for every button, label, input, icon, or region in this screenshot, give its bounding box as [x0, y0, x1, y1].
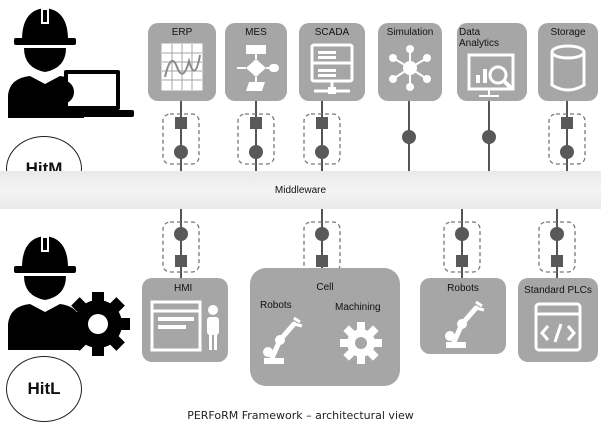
standard-plcs-label: Standard PLCs	[524, 285, 592, 296]
figure-caption: PERFoRM Framework – architectural view	[187, 409, 414, 422]
adapter-square	[175, 117, 187, 129]
gear-icon	[50, 80, 74, 104]
cell-label: Cell	[316, 282, 334, 293]
interface-circle	[174, 227, 188, 241]
code-window-icon	[534, 302, 582, 352]
cell-robots-label: Robots	[260, 300, 292, 311]
database-cylinder-icon	[550, 44, 586, 92]
interface-circle	[315, 145, 329, 159]
scada-label: SCADA	[314, 27, 350, 38]
scada-component[interactable]: SCADA	[299, 23, 365, 101]
adapter-square	[456, 255, 468, 267]
adapter-dashed-box	[443, 221, 481, 273]
hitl-role-label: HitL	[6, 356, 82, 422]
mes-component[interactable]: MES	[225, 23, 287, 101]
interface-circle	[482, 130, 496, 144]
interface-circle	[550, 227, 564, 241]
analytics-magnifier-icon	[467, 53, 515, 97]
adapter-square	[551, 255, 563, 267]
interface-circle	[249, 145, 263, 159]
hard-hat-icon	[14, 236, 76, 273]
adapter-dashed-box	[303, 221, 341, 273]
erp-component[interactable]: ERP	[148, 23, 216, 101]
adapter-square	[175, 255, 187, 267]
standard-plcs-component[interactable]: Standard PLCs	[518, 278, 598, 362]
interface-circle	[560, 145, 574, 159]
adapter-dashed-box	[538, 221, 576, 273]
erp-label: ERP	[171, 27, 193, 38]
hmi-label: HMI	[174, 283, 193, 294]
robots-component[interactable]: Robots	[420, 278, 506, 354]
flowchart-icon	[237, 45, 279, 91]
adapter-dashed-box	[162, 221, 200, 273]
hmi-component[interactable]: HMI	[142, 278, 228, 362]
network-nodes-icon	[389, 45, 431, 91]
data-analytics-label: Data Analytics	[459, 27, 500, 49]
erp-chart-icon	[161, 43, 203, 91]
simulation-component[interactable]: Simulation	[378, 23, 442, 101]
hard-hat-icon	[14, 8, 76, 45]
robot-arm-icon	[263, 316, 303, 364]
storage-label: Storage	[550, 27, 586, 38]
laptop-icon	[54, 70, 134, 117]
middleware-label: Middleware	[274, 185, 327, 196]
interface-circle	[402, 130, 416, 144]
middleware-band: Middleware	[0, 171, 601, 209]
interface-circle	[174, 145, 188, 159]
storage-component[interactable]: Storage	[538, 23, 598, 101]
simulation-label: Simulation	[386, 27, 434, 38]
hmi-window-person-icon	[150, 300, 219, 352]
adapter-dashed-box	[303, 113, 341, 165]
adapter-dashed-box	[162, 113, 200, 165]
machining-gear-icon	[340, 322, 382, 364]
mes-label: MES	[245, 27, 267, 38]
adapter-dashed-box	[237, 113, 275, 165]
interface-circle	[455, 227, 469, 241]
adapter-square	[250, 117, 262, 129]
adapter-dashed-box	[548, 113, 586, 165]
gear-icon	[66, 292, 130, 356]
data-analytics-component[interactable]: Data Analytics	[457, 23, 527, 101]
adapter-square	[316, 255, 328, 267]
robots-label: Robots	[447, 283, 479, 294]
cell-machining-label: Machining	[335, 302, 381, 313]
interface-circle	[315, 227, 329, 241]
robot-arm-icon	[445, 300, 485, 348]
cell-component[interactable]: Cell Robots Machining	[250, 268, 400, 386]
server-rack-icon	[310, 43, 354, 94]
worker-with-laptop-illustration	[8, 8, 134, 118]
worker-with-gear-illustration	[8, 236, 130, 356]
adapter-square	[561, 117, 573, 129]
adapter-square	[316, 117, 328, 129]
